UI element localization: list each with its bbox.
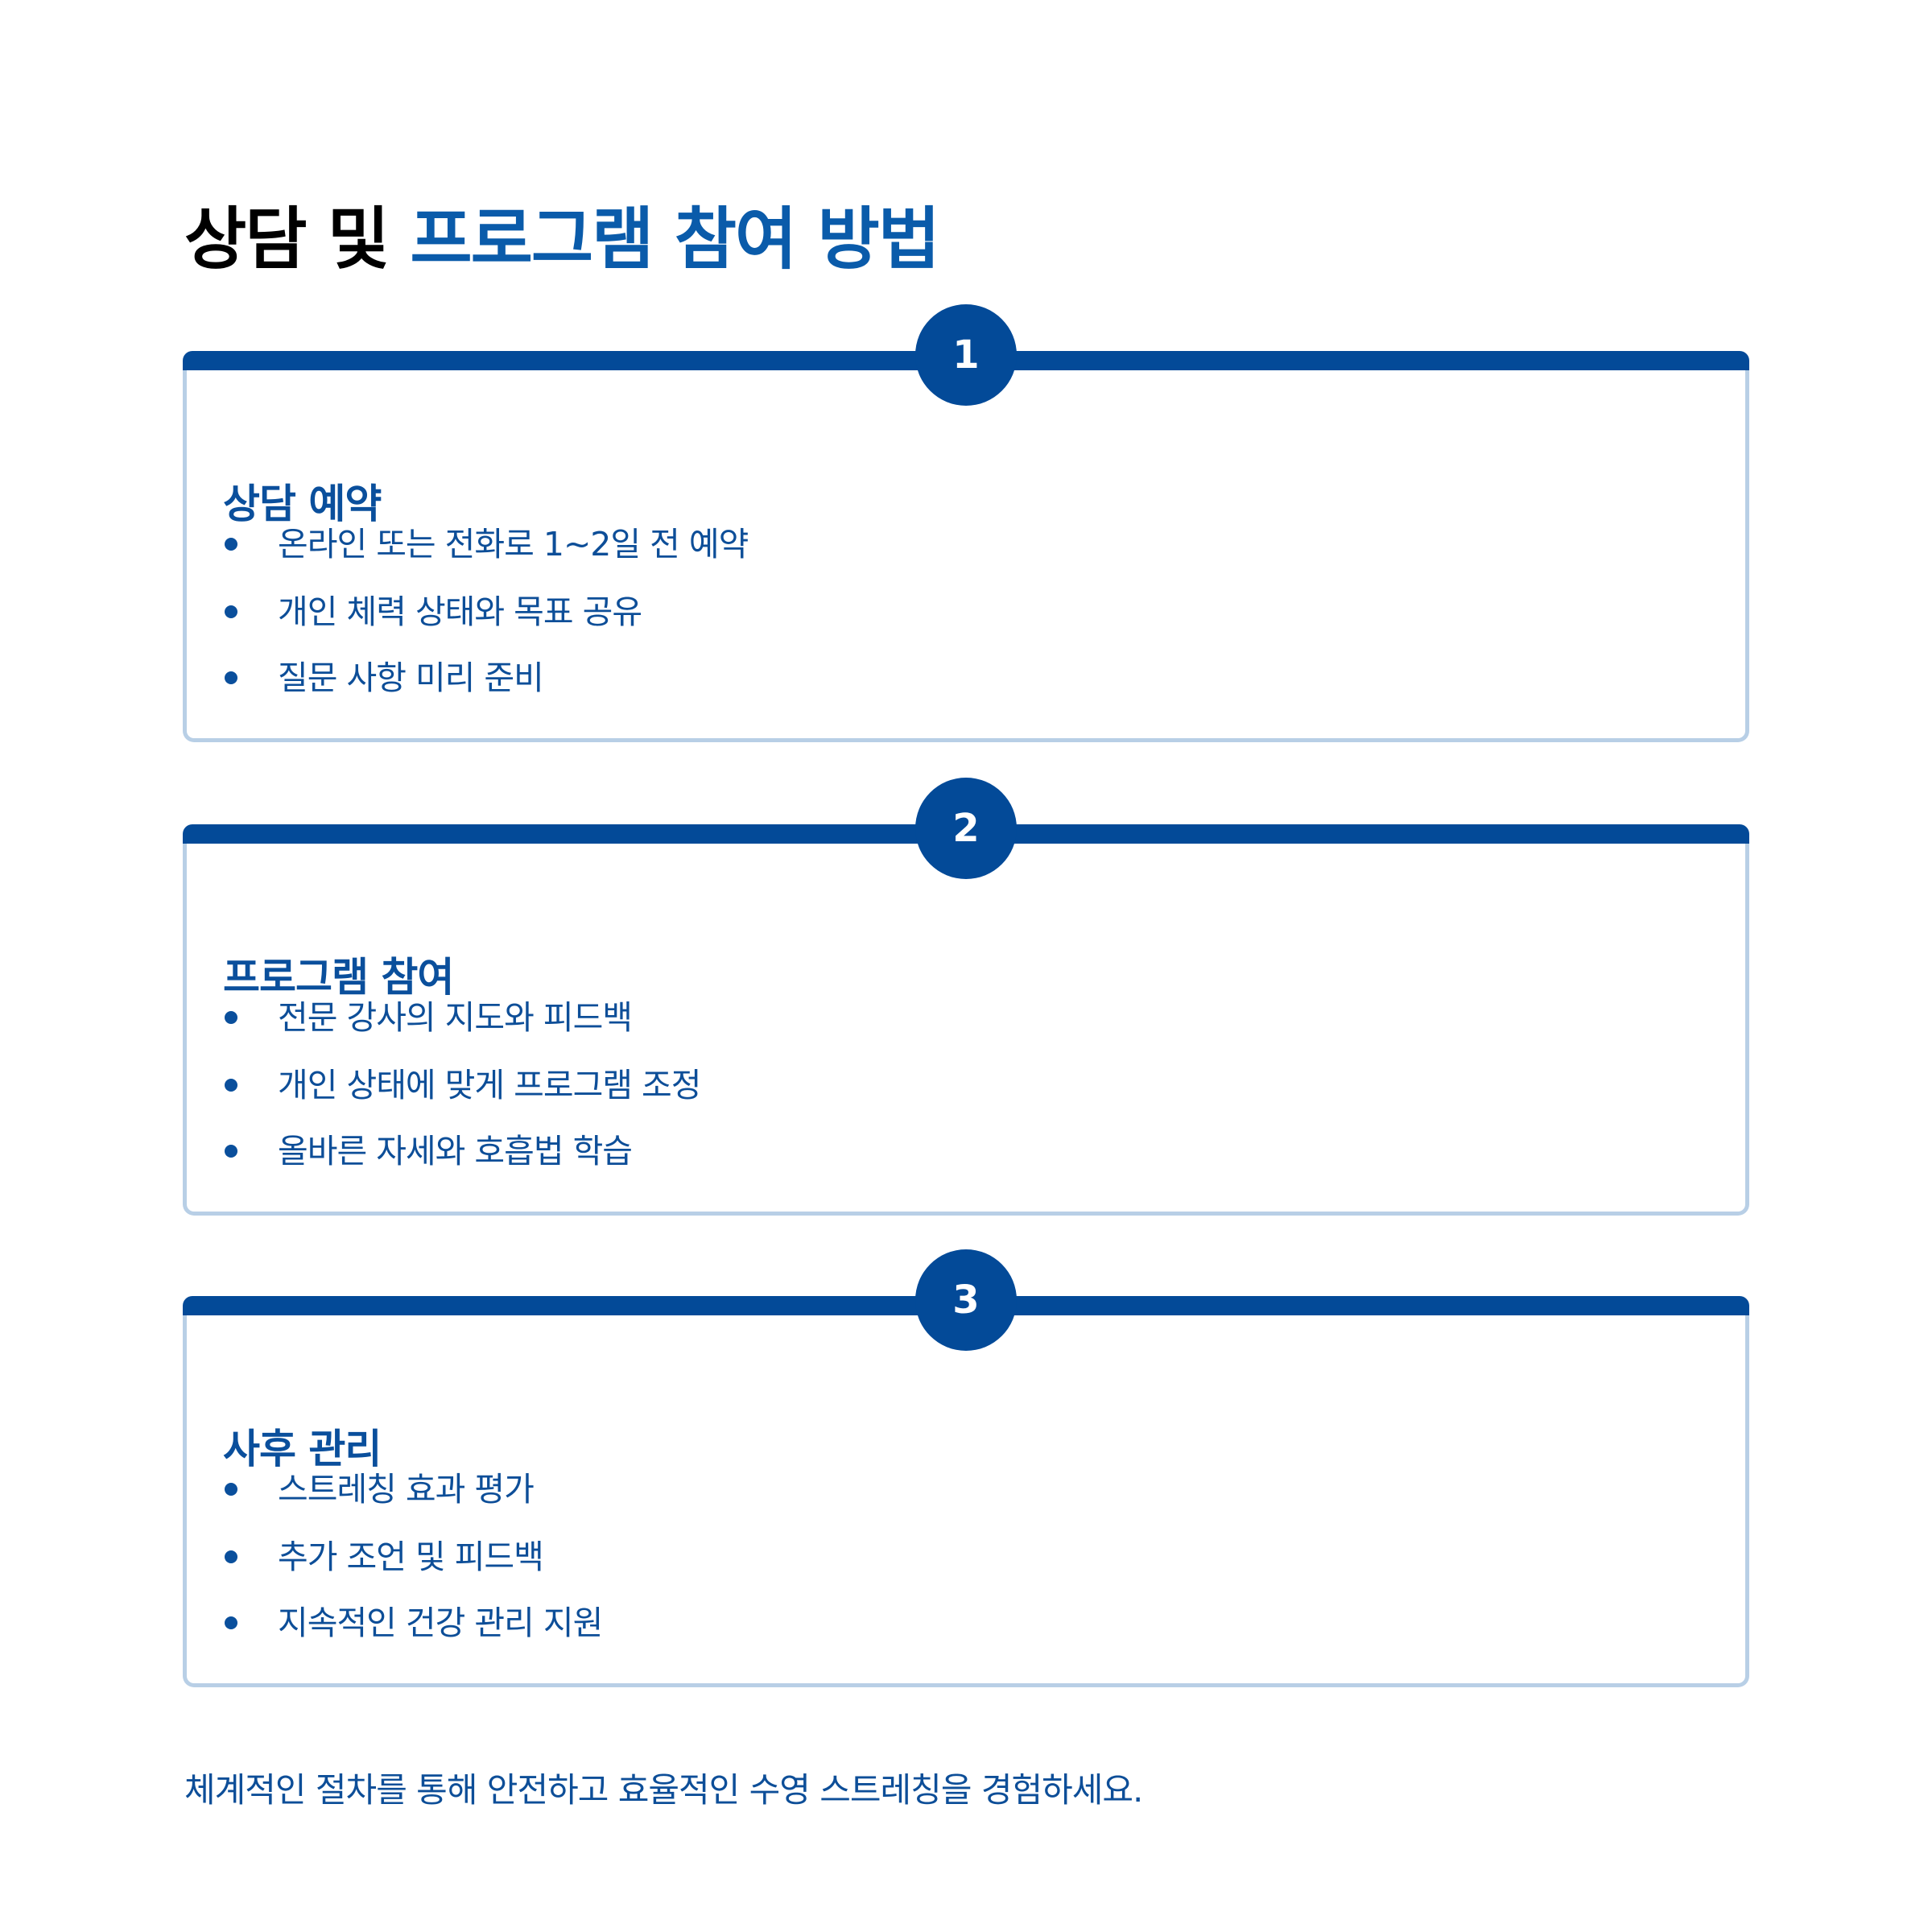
list-item: 지속적인 건강 관리 지원	[183, 1599, 1749, 1647]
title-prefix: 상담 및	[184, 200, 390, 279]
list-item-text: 스트레칭 효과 평가	[278, 1470, 535, 1509]
list-item-text: 전문 강사의 지도와 피드백	[278, 998, 633, 1037]
card-body	[183, 361, 1749, 742]
step-card-3: 3 사후 관리 스트레칭 효과 평가 추가 조언 및 피드백 지속적인 건강 관…	[183, 1249, 1749, 1687]
step-card-2: 2 프로그램 참여 전문 강사의 지도와 피드백 개인 상태에 맞게 프로그램 …	[183, 778, 1749, 1216]
list-item: 추가 조언 및 피드백	[183, 1533, 1749, 1581]
page-title: 상담 및 프로그램 참여 방법	[184, 195, 940, 283]
bullet-icon	[225, 1011, 237, 1024]
bullet-icon	[225, 1145, 237, 1158]
list-item: 개인 체력 상태와 목표 공유	[183, 588, 1749, 636]
title-highlight: 프로그램 참여 방법	[410, 200, 940, 279]
bullet-icon	[225, 671, 237, 684]
footer-note: 체계적인 절차를 통해 안전하고 효율적인 수영 스트레칭을 경험하세요.	[184, 1770, 1143, 1810]
list-item-text: 개인 체력 상태와 목표 공유	[278, 592, 642, 631]
step-heading: 상담 예약	[223, 480, 382, 527]
step-number-badge: 3	[915, 1249, 1017, 1351]
bullet-icon	[225, 538, 237, 551]
card-body	[183, 834, 1749, 1216]
list-item: 전문 강사의 지도와 피드백	[183, 993, 1749, 1042]
step-heading: 사후 관리	[223, 1425, 382, 1472]
list-item-text: 온라인 또는 전화로 1~2일 전 예약	[278, 525, 749, 564]
bullet-icon	[225, 1079, 237, 1092]
list-item-text: 추가 조언 및 피드백	[278, 1538, 544, 1576]
list-item-text: 지속적인 건강 관리 지원	[278, 1604, 603, 1642]
list-item: 질문 사항 미리 준비	[183, 654, 1749, 702]
bullet-icon	[225, 1483, 237, 1496]
bullet-icon	[225, 605, 237, 618]
card-body	[183, 1306, 1749, 1687]
list-item: 올바른 자세와 호흡법 학습	[183, 1127, 1749, 1175]
list-item-text: 올바른 자세와 호흡법 학습	[278, 1132, 633, 1170]
list-item: 개인 상태에 맞게 프로그램 조정	[183, 1061, 1749, 1109]
list-item: 온라인 또는 전화로 1~2일 전 예약	[183, 520, 1749, 568]
list-item-text: 개인 상태에 맞게 프로그램 조정	[278, 1066, 701, 1104]
list-item-text: 질문 사항 미리 준비	[278, 658, 544, 697]
list-item: 스트레칭 효과 평가	[183, 1465, 1749, 1513]
step-heading: 프로그램 참여	[223, 953, 454, 1001]
step-number-badge: 2	[915, 778, 1017, 879]
step-number-badge: 1	[915, 304, 1017, 406]
bullet-icon	[225, 1616, 237, 1629]
bullet-icon	[225, 1550, 237, 1563]
step-card-1: 1 상담 예약 온라인 또는 전화로 1~2일 전 예약 개인 체력 상태와 목…	[183, 304, 1749, 742]
